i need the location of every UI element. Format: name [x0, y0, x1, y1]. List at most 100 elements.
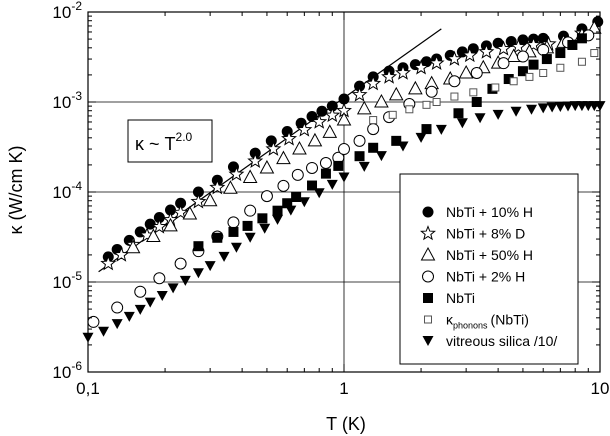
data-point [163, 217, 178, 232]
data-point [420, 56, 432, 68]
data-point [192, 186, 204, 198]
data-point [503, 74, 514, 85]
data-point [556, 63, 565, 72]
data-point [456, 118, 468, 129]
data-point [212, 232, 223, 243]
data-point [510, 106, 522, 117]
y-tick-exp: -5 [71, 269, 82, 283]
data-point [326, 100, 338, 112]
legend-label-main: vitreous silica /10/ [446, 333, 557, 349]
data-point [590, 49, 599, 58]
data-point [260, 190, 273, 203]
data-point [497, 57, 510, 70]
data-point [405, 105, 414, 114]
data-point [375, 151, 387, 162]
data-point [164, 204, 176, 216]
data-point [282, 198, 293, 209]
data-point [338, 172, 350, 183]
legend-label: κphonons(NbTi) [446, 312, 529, 331]
data-point [453, 108, 464, 119]
data-point [307, 180, 318, 191]
y-tick-label: 10-6 [52, 359, 82, 382]
data-point [517, 66, 528, 77]
data-point [244, 204, 257, 217]
legend-marker [423, 293, 433, 303]
data-point [326, 179, 338, 190]
series-4 [193, 33, 587, 252]
data-point [144, 218, 156, 230]
data-point [491, 83, 500, 92]
series-5 [369, 49, 599, 125]
data-point [541, 54, 552, 65]
y-axis-label: κ (W/cm K) [6, 146, 26, 235]
x-tick-label: 10 [591, 379, 610, 398]
data-point [546, 102, 558, 113]
data-point [259, 223, 271, 234]
data-point [525, 36, 542, 52]
legend-label: NbTi + 50% H [446, 247, 533, 263]
data-point [111, 301, 124, 314]
legend-label-main: NbTi + 10% H [446, 204, 533, 220]
data-point [153, 272, 166, 285]
data-point [528, 59, 539, 70]
data-point [391, 135, 402, 146]
legend-label: NbTi + 10% H [446, 204, 533, 220]
data-point [209, 179, 226, 195]
data-point [461, 46, 478, 63]
data-point [425, 85, 438, 98]
legend-label: NbTi + 2% H [446, 269, 525, 285]
data-point [397, 141, 409, 152]
data-point [182, 205, 198, 220]
data-point [356, 100, 372, 115]
data-point [276, 150, 291, 165]
data-point [365, 75, 382, 91]
data-point [230, 242, 242, 253]
legend-marker [420, 246, 436, 261]
legend-marker [422, 336, 434, 346]
series-6 [82, 101, 606, 343]
data-point [174, 257, 187, 270]
legend-label-main: NbTi [446, 290, 475, 306]
data-point [408, 80, 423, 95]
data-point [381, 68, 398, 84]
data-point [478, 43, 495, 59]
data-point [311, 113, 328, 129]
annotation-prefix: κ ~ T [135, 134, 176, 154]
y-tick-label: 10-5 [52, 269, 82, 292]
data-point [537, 32, 549, 44]
legend-label-main: κ [446, 312, 454, 328]
data-point [576, 33, 587, 44]
data-point [292, 141, 307, 155]
data-point [367, 123, 380, 136]
points-layer [82, 16, 606, 343]
data-point [354, 151, 365, 162]
legend-marker [424, 315, 432, 324]
data-point [338, 93, 350, 105]
data-point [190, 193, 207, 209]
data-point [517, 34, 529, 46]
data-point [320, 168, 331, 179]
data-point [428, 54, 445, 70]
data-point [228, 165, 245, 182]
data-point [354, 80, 366, 92]
data-point [351, 86, 368, 102]
data-point [167, 283, 179, 294]
data-point [322, 124, 338, 138]
data-point [388, 110, 397, 119]
data-point [374, 93, 389, 108]
y-tick-base: 10 [52, 183, 71, 202]
data-point [134, 285, 147, 298]
data-point [537, 43, 550, 56]
data-point [285, 205, 297, 216]
legend-marker [420, 225, 436, 241]
data-point [242, 220, 253, 231]
y-tick-label: 10-3 [52, 89, 82, 112]
data-point [555, 48, 566, 59]
data-point [510, 38, 527, 54]
legend-marker [422, 270, 434, 283]
data-point [506, 48, 522, 63]
data-point [413, 59, 430, 75]
data-point [296, 121, 313, 137]
